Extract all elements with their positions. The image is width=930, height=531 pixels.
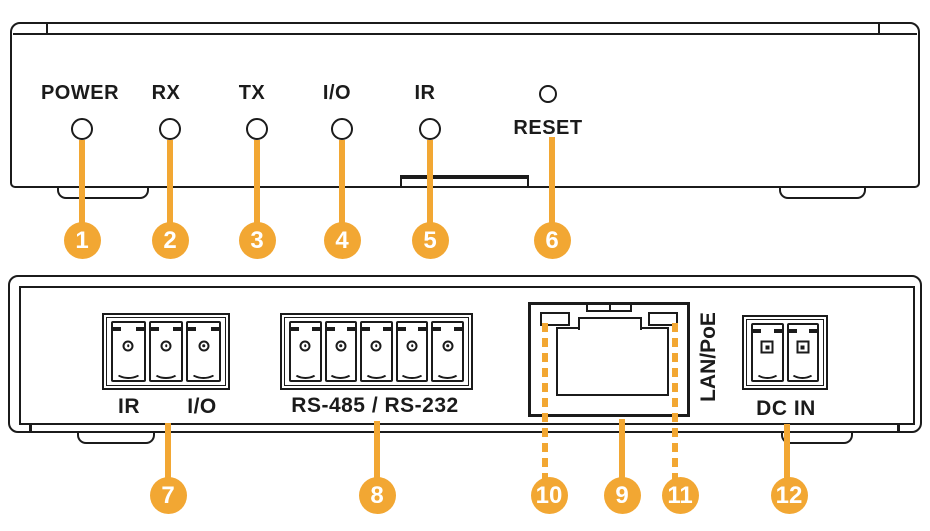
terminal-screw (760, 340, 774, 354)
rear-panel-face (19, 286, 915, 425)
rear-label-ir: IR (118, 395, 140, 418)
leader-11-dashed (672, 323, 678, 479)
leader-4 (339, 140, 345, 224)
serial-terminal-slots (284, 317, 469, 386)
rx-led (159, 118, 181, 140)
front-panel-outline (10, 22, 920, 188)
callout-8: 8 (358, 477, 396, 514)
tx-led (246, 118, 268, 140)
dc-in-terminal-slots (746, 319, 824, 386)
leader-12 (784, 424, 790, 479)
front-bottom-tab (400, 175, 529, 187)
front-lid-edge (13, 33, 917, 35)
front-lid-seam-right (878, 24, 880, 34)
leader-1 (79, 140, 85, 224)
terminal-pin-slot (186, 321, 222, 382)
terminal-screw (122, 340, 134, 352)
terminal-screw (406, 340, 418, 352)
terminal-screw (299, 340, 311, 352)
terminal-screw (796, 340, 810, 354)
callout-4: 4 (323, 222, 361, 259)
leader-8 (374, 421, 380, 479)
terminal-pin-slot (111, 321, 146, 382)
terminal-pin-slot (431, 321, 464, 382)
io-led (331, 118, 353, 140)
rj45-top-tab (586, 305, 632, 312)
terminal-screw (335, 340, 347, 352)
serial-terminal-block (280, 313, 473, 390)
callout-5: 5 (411, 222, 449, 259)
leader-3 (254, 140, 260, 224)
leader-10-dashed (542, 323, 548, 479)
terminal-spring-clamp (399, 364, 425, 379)
label-ir: IR (414, 82, 436, 104)
terminal-screw (370, 340, 382, 352)
dc-in-terminal-block (742, 315, 828, 390)
label-io: I/O (322, 82, 352, 104)
rear-label-serial: RS-485 / RS-232 (291, 394, 459, 417)
leader-6 (549, 137, 555, 224)
leader-7 (165, 423, 171, 479)
leader-9 (619, 419, 625, 479)
leader-2 (167, 140, 173, 224)
terminal-spring-clamp (790, 364, 816, 379)
terminal-screw (160, 340, 172, 352)
reset-button-hole (539, 85, 557, 103)
terminal-pin-slot (395, 321, 429, 382)
front-lid-seam-left (46, 24, 48, 34)
callout-1: 1 (63, 222, 101, 259)
rear-label-dc-in: DC IN (756, 397, 816, 420)
terminal-pin-slot (324, 321, 358, 382)
terminal-spring-clamp (363, 364, 390, 379)
callout-12: 12 (770, 477, 808, 514)
ir-io-terminal-slots (106, 317, 226, 386)
label-tx: TX (238, 82, 266, 104)
terminal-screw (198, 340, 210, 352)
terminal-spring-clamp (328, 364, 354, 379)
terminal-screw (442, 340, 454, 352)
callout-9: 9 (603, 477, 641, 514)
callout-7: 7 (149, 477, 187, 514)
rear-left-foot (77, 431, 155, 444)
power-led (71, 118, 93, 140)
rear-label-lan-poe: LAN/PoE (697, 312, 720, 402)
leader-5 (427, 140, 433, 224)
terminal-spring-clamp (292, 364, 318, 379)
terminal-spring-clamp (754, 364, 780, 379)
callout-2: 2 (151, 222, 189, 259)
callout-11: 11 (661, 477, 699, 514)
ir-io-terminal-block (102, 313, 230, 390)
ir-led (419, 118, 441, 140)
lan-led-left (540, 312, 570, 326)
lan-poe-jack (528, 302, 690, 417)
callout-6: 6 (533, 222, 571, 259)
label-reset: RESET (513, 117, 583, 139)
label-power: POWER (40, 82, 120, 104)
terminal-spring-clamp (435, 364, 461, 379)
terminal-pin-slot (148, 321, 184, 382)
rear-corner-seam-left (29, 424, 32, 431)
terminal-pin-slot (751, 323, 784, 382)
rj45-opening (556, 327, 669, 396)
terminal-spring-clamp (190, 364, 218, 379)
rj45-opening-step (578, 317, 642, 330)
callout-10: 10 (530, 477, 568, 514)
terminal-pin-slot (786, 323, 819, 382)
terminal-pin-slot (289, 321, 322, 382)
front-right-foot (779, 186, 866, 199)
terminal-spring-clamp (114, 364, 142, 379)
rear-right-foot (781, 431, 853, 444)
rear-label-io: I/O (187, 395, 217, 418)
rear-corner-seam-right (897, 424, 900, 431)
rear-panel-outline (8, 275, 922, 433)
lan-led-right (648, 312, 678, 326)
callout-3: 3 (238, 222, 276, 259)
label-rx: RX (151, 82, 181, 104)
terminal-spring-clamp (152, 364, 180, 379)
terminal-pin-slot (360, 321, 393, 382)
